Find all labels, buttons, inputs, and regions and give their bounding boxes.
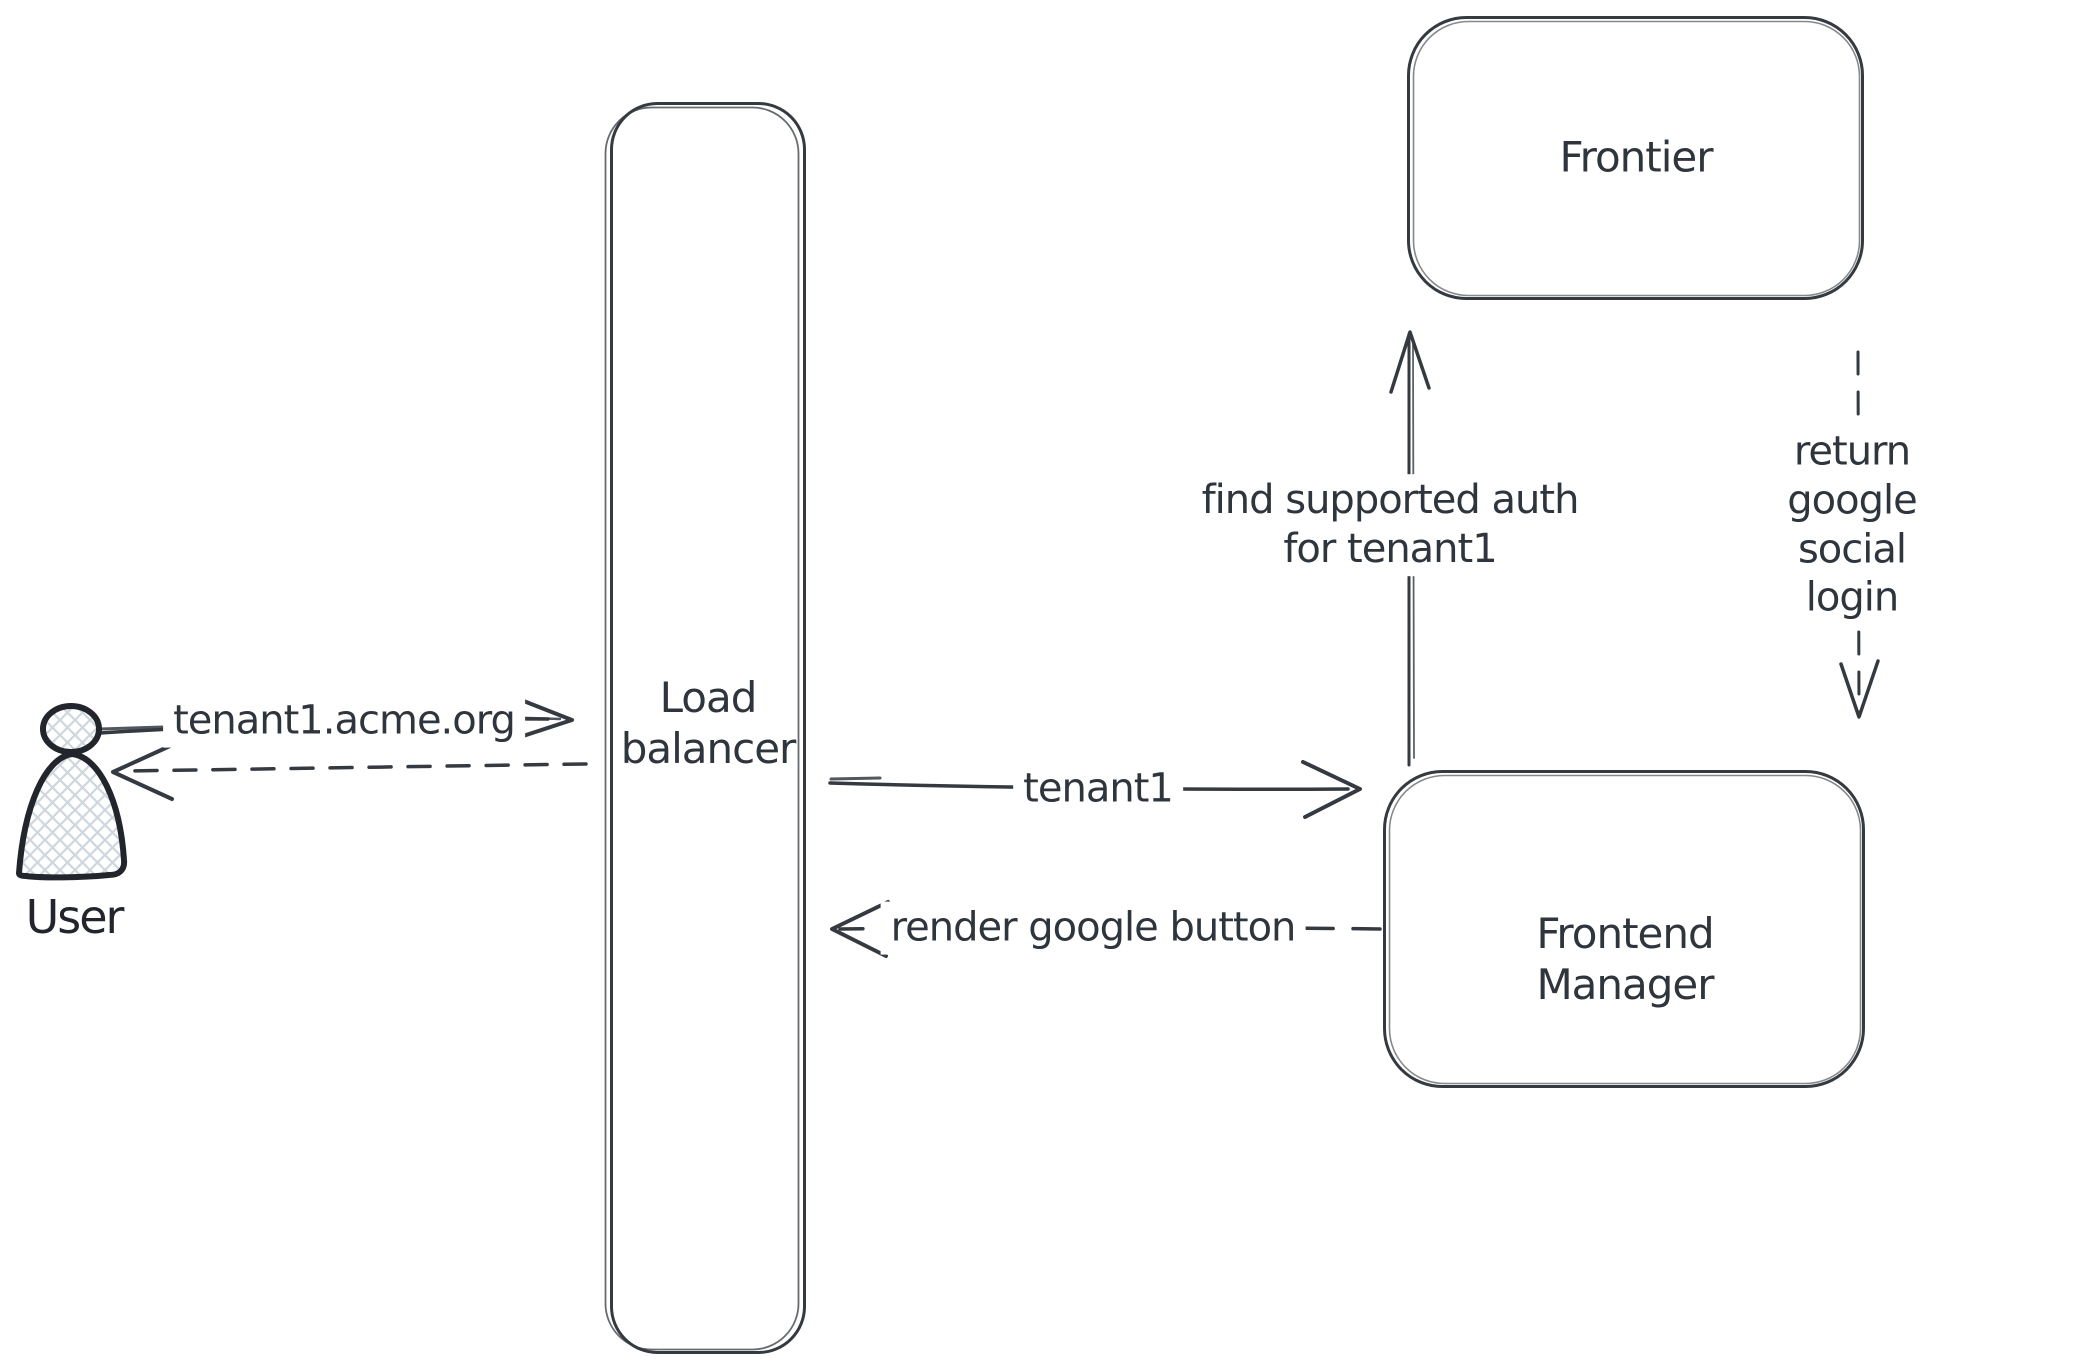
- arrow-user-to-load-balancer: [98, 696, 574, 739]
- frontend-manager-box: [1383, 770, 1865, 1088]
- arrow-frontend-manager-to-load-balancer: [830, 900, 1382, 958]
- arrow-frontend-manager-to-frontier: [1389, 330, 1431, 767]
- arrowhead-right-icon: [514, 696, 574, 739]
- arrowhead-up-icon: [1389, 330, 1431, 394]
- arrow-load-balancer-to-frontend-manager: [828, 760, 1362, 819]
- arrowhead-left-icon: [111, 744, 174, 801]
- frontier-box: [1407, 16, 1864, 300]
- person-icon: [16, 703, 128, 881]
- arrowhead-right-icon: [1301, 760, 1362, 819]
- arrow-frontier-to-frontend-manager: [1839, 350, 1880, 719]
- arrowhead-left-icon: [830, 900, 890, 958]
- arrowhead-down-icon: [1839, 659, 1880, 719]
- arrow-load-balancer-to-user: [111, 744, 588, 801]
- load-balancer-box: [604, 102, 806, 1354]
